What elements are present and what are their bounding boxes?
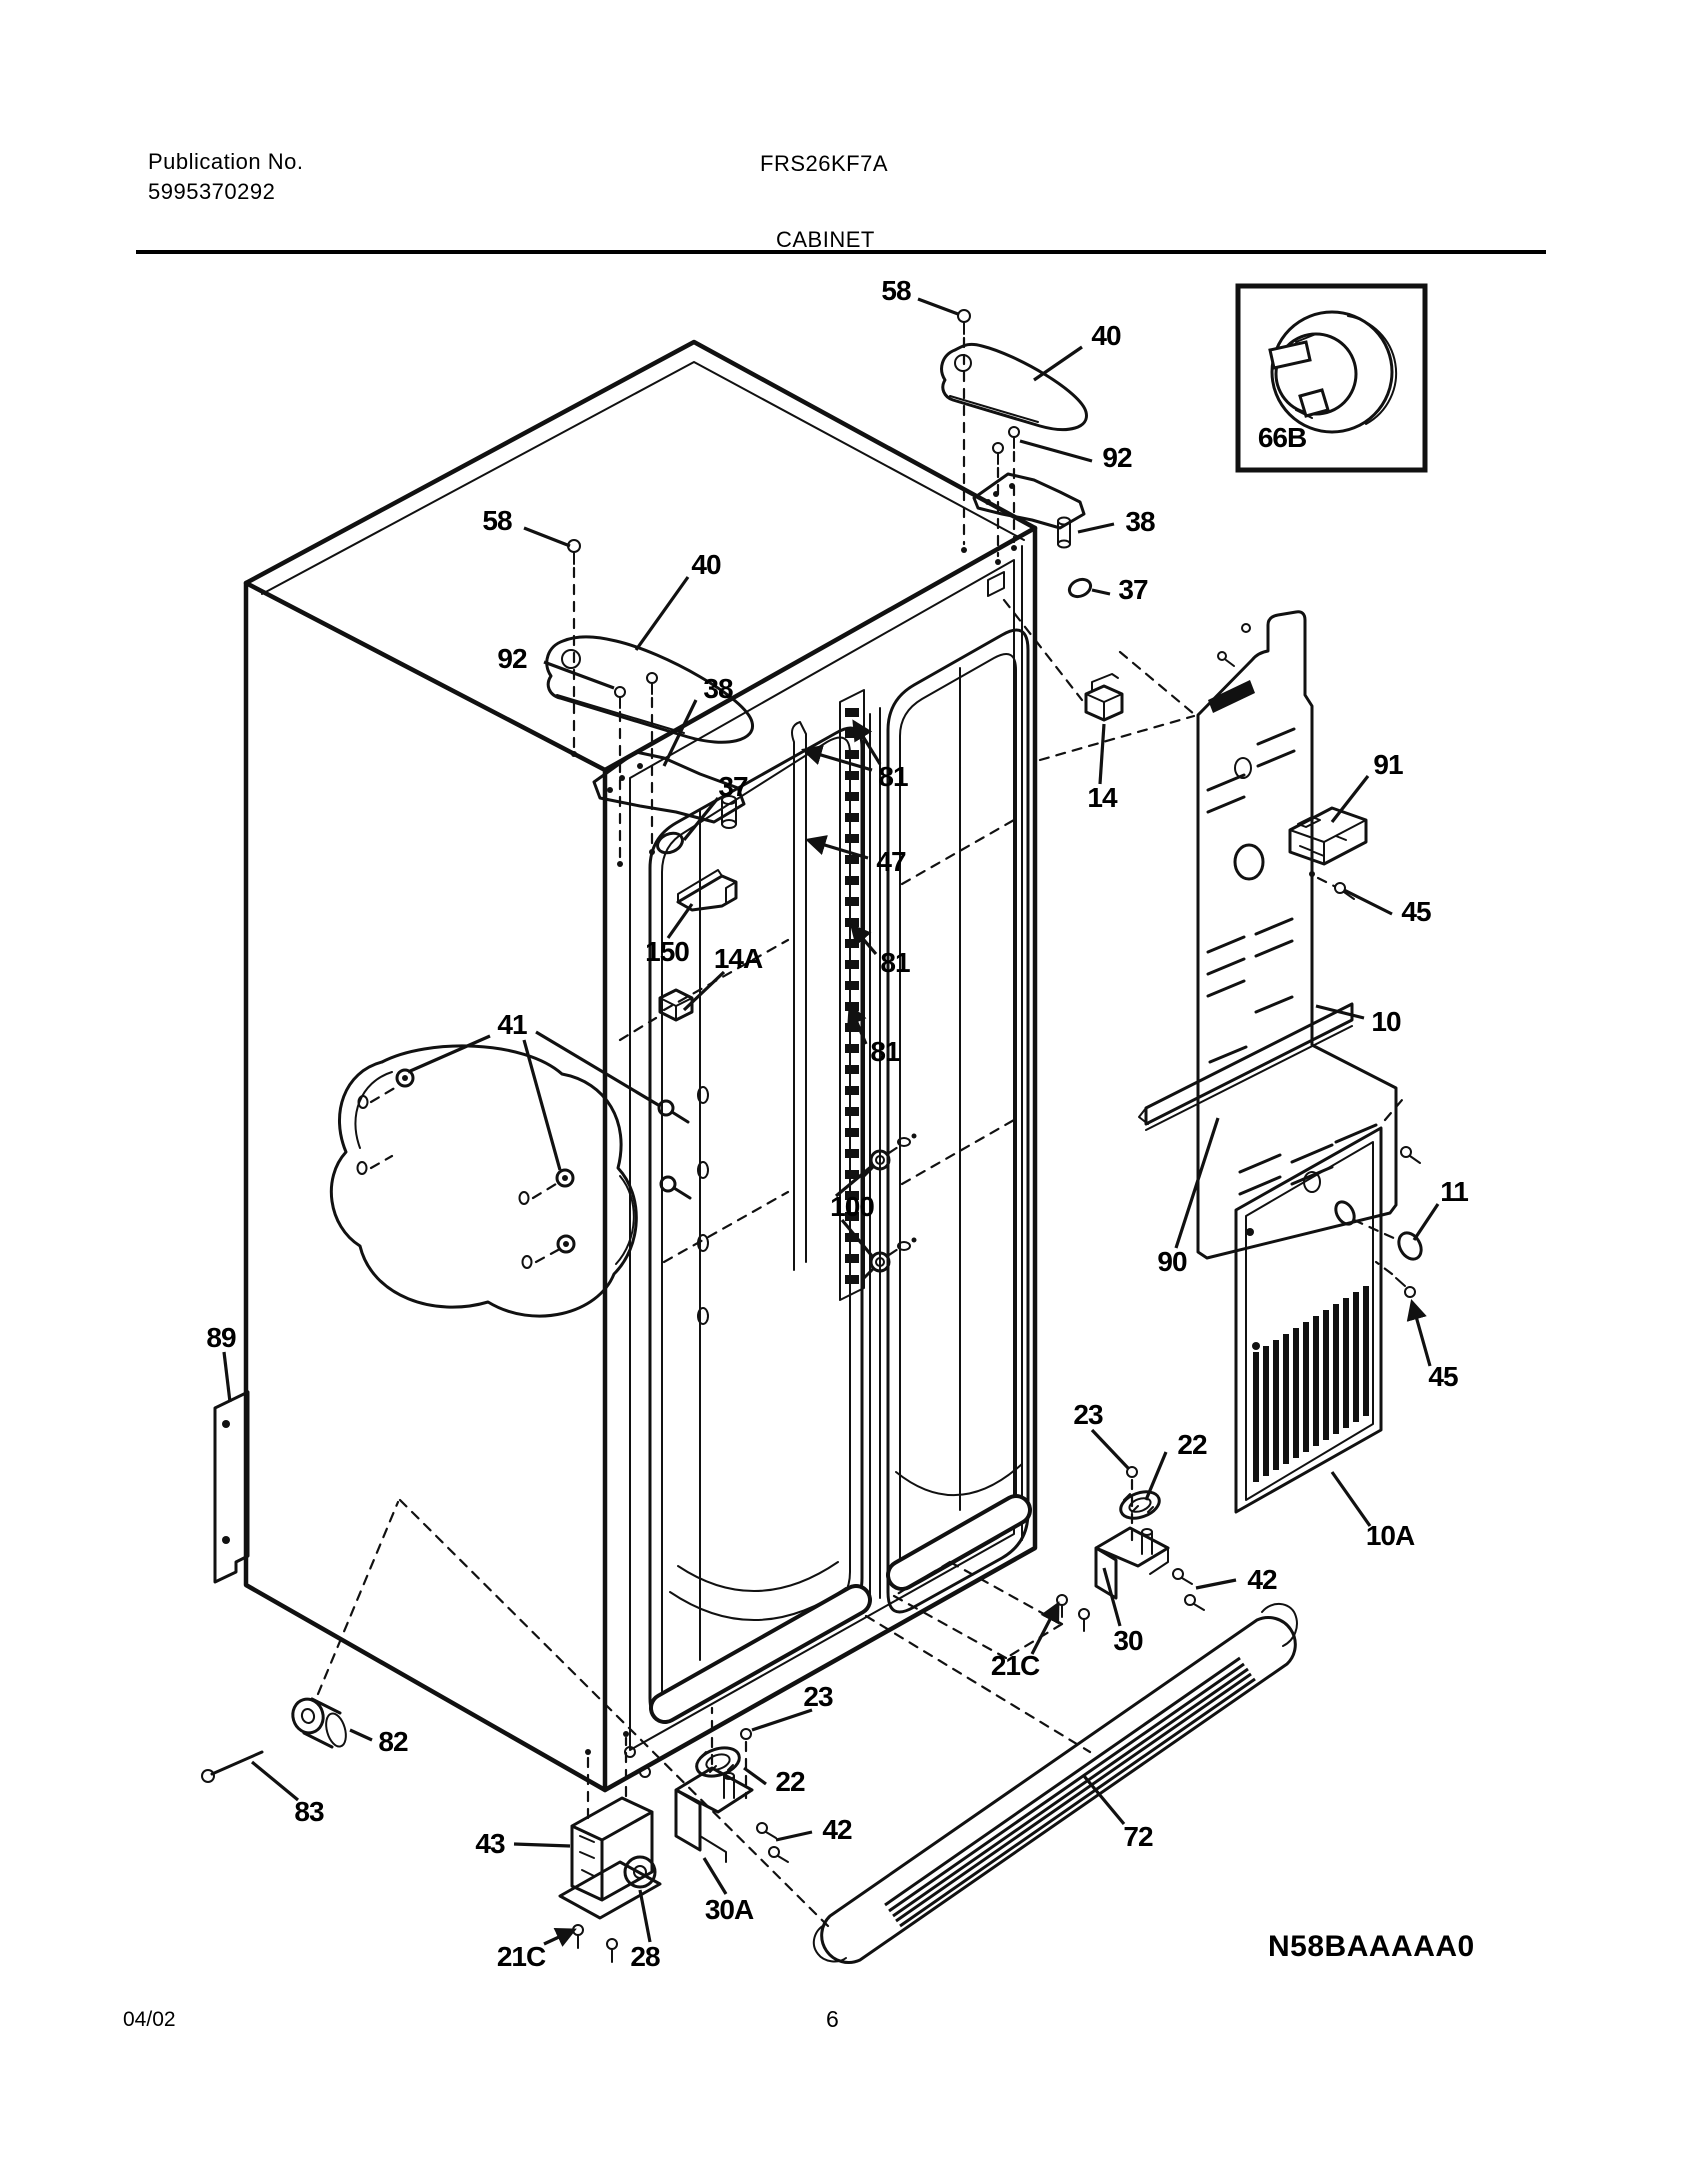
hinge-cover-40-left: [545, 635, 754, 744]
left-door-opening: [648, 726, 864, 1720]
publication-number: 5995370292: [148, 179, 276, 204]
door-switch-14: [1002, 598, 1124, 722]
hinge-cover-40-right: [940, 342, 1088, 431]
part-callout-22: 22: [1177, 1429, 1207, 1460]
bottom-hinge-30: [892, 1466, 1205, 1660]
grommet-11-b: [1397, 1231, 1423, 1261]
part-callout-23: 23: [803, 1681, 833, 1712]
grommet-11-a: [1334, 1200, 1356, 1226]
part-callout-14: 14: [1087, 782, 1117, 813]
part-callout-21C: 21C: [496, 1941, 546, 1972]
part-callout-10A: 10A: [1365, 1520, 1415, 1551]
part-callout-100: 100: [830, 1191, 875, 1222]
shelf-rail-47: [791, 721, 807, 1271]
part-callout-89: 89: [206, 1322, 236, 1353]
part-callout-11: 11: [1440, 1176, 1469, 1207]
part-callout-92: 92: [1102, 442, 1132, 473]
shoulder-screws-100: [861, 1133, 917, 1281]
part-callout-66B: 66B: [1257, 422, 1307, 453]
part-callout-81: 81: [880, 947, 910, 978]
part-callout-83: 83: [294, 1796, 324, 1827]
footer-date: 04/02: [123, 2008, 176, 2031]
clip-150: [676, 869, 738, 912]
cam-22-right: [1119, 1490, 1161, 1520]
model-number: FRS26KF7A: [760, 151, 888, 176]
part-callout-90: 90: [1157, 1246, 1187, 1277]
part-callout-82: 82: [378, 1726, 408, 1757]
right-door-opening: [886, 571, 1030, 1614]
part-callout-58: 58: [881, 275, 911, 306]
part-callout-23: 23: [1073, 1399, 1103, 1430]
part-callout-40: 40: [1091, 320, 1121, 351]
header-rule: [136, 250, 1546, 254]
part-callout-30A: 30A: [704, 1894, 754, 1925]
hinge-pin-37-left: [656, 831, 684, 855]
trim-bar-90: [1138, 1002, 1354, 1131]
part-callout-45: 45: [1401, 896, 1431, 927]
diagram-code: N58BAAAAA0: [1268, 1930, 1475, 1963]
part-callout-14A: 14A: [713, 943, 763, 974]
nut-14a: [618, 988, 694, 1042]
part-callout-28: 28: [630, 1941, 660, 1972]
part-callout-58: 58: [482, 505, 512, 536]
part-callout-38: 38: [1125, 506, 1155, 537]
side-plate-89: [213, 1390, 250, 1584]
part-callout-47: 47: [876, 846, 906, 877]
part-callout-22: 22: [775, 1766, 805, 1797]
section-title: CABINET: [776, 227, 875, 252]
part-callout-10: 10: [1371, 1006, 1401, 1037]
axle-pin-83: [201, 1750, 264, 1783]
part-callout-21C: 21C: [990, 1650, 1040, 1681]
bottom-hinge-30a: [674, 1706, 789, 1863]
callout-leaders: [222, 297, 1440, 1947]
part-callout-43: 43: [475, 1828, 505, 1859]
hinge-plate-38-left: [592, 750, 746, 824]
top-hinge-right: [940, 309, 1093, 599]
part-callout-30: 30: [1113, 1625, 1143, 1656]
connector-91: [1288, 806, 1368, 866]
part-callout-45: 45: [1428, 1361, 1458, 1392]
part-callout-150: 150: [645, 936, 690, 967]
part-callout-37: 37: [1118, 574, 1148, 605]
top-hinge-left: [545, 539, 754, 867]
roller-28: [623, 1855, 657, 1889]
inset-box-66b: [1235, 283, 1428, 473]
part-callout-72: 72: [1123, 1821, 1153, 1852]
slotted-shelf-rail-81: [839, 689, 865, 1301]
part-callout-37: 37: [718, 771, 748, 802]
part-callout-42: 42: [1247, 1564, 1277, 1595]
bottom-rail-vents: [624, 1494, 1032, 1778]
roller-82: [291, 1500, 400, 1749]
leveling-bracket-43: [558, 1731, 662, 1963]
footer-page-number: 6: [826, 2006, 839, 2032]
part-callout-40: 40: [691, 549, 721, 580]
part-callout-92: 92: [497, 643, 527, 674]
part-callout-38: 38: [703, 673, 733, 704]
part-callout-81: 81: [870, 1036, 900, 1067]
part-callout-41: 41: [497, 1009, 527, 1040]
part-callout-81: 81: [878, 761, 908, 792]
toe-grille-72: [812, 1603, 1298, 1964]
insulation-pad-41: [329, 1044, 692, 1318]
air-duct-panel-10: [1118, 610, 1398, 1260]
hinge-plate-38-right: [972, 472, 1086, 530]
lower-back-panel-10a: [1234, 1098, 1423, 1514]
part-callout-91: 91: [1373, 749, 1403, 780]
hinge-pin-37-right: [1067, 577, 1093, 599]
cabinet-body: [243, 339, 1038, 1793]
publication-label: Publication No.: [148, 149, 304, 174]
part-callout-42: 42: [822, 1814, 852, 1845]
plug-66b: [1270, 310, 1394, 434]
construction-lines: [398, 714, 1196, 1928]
